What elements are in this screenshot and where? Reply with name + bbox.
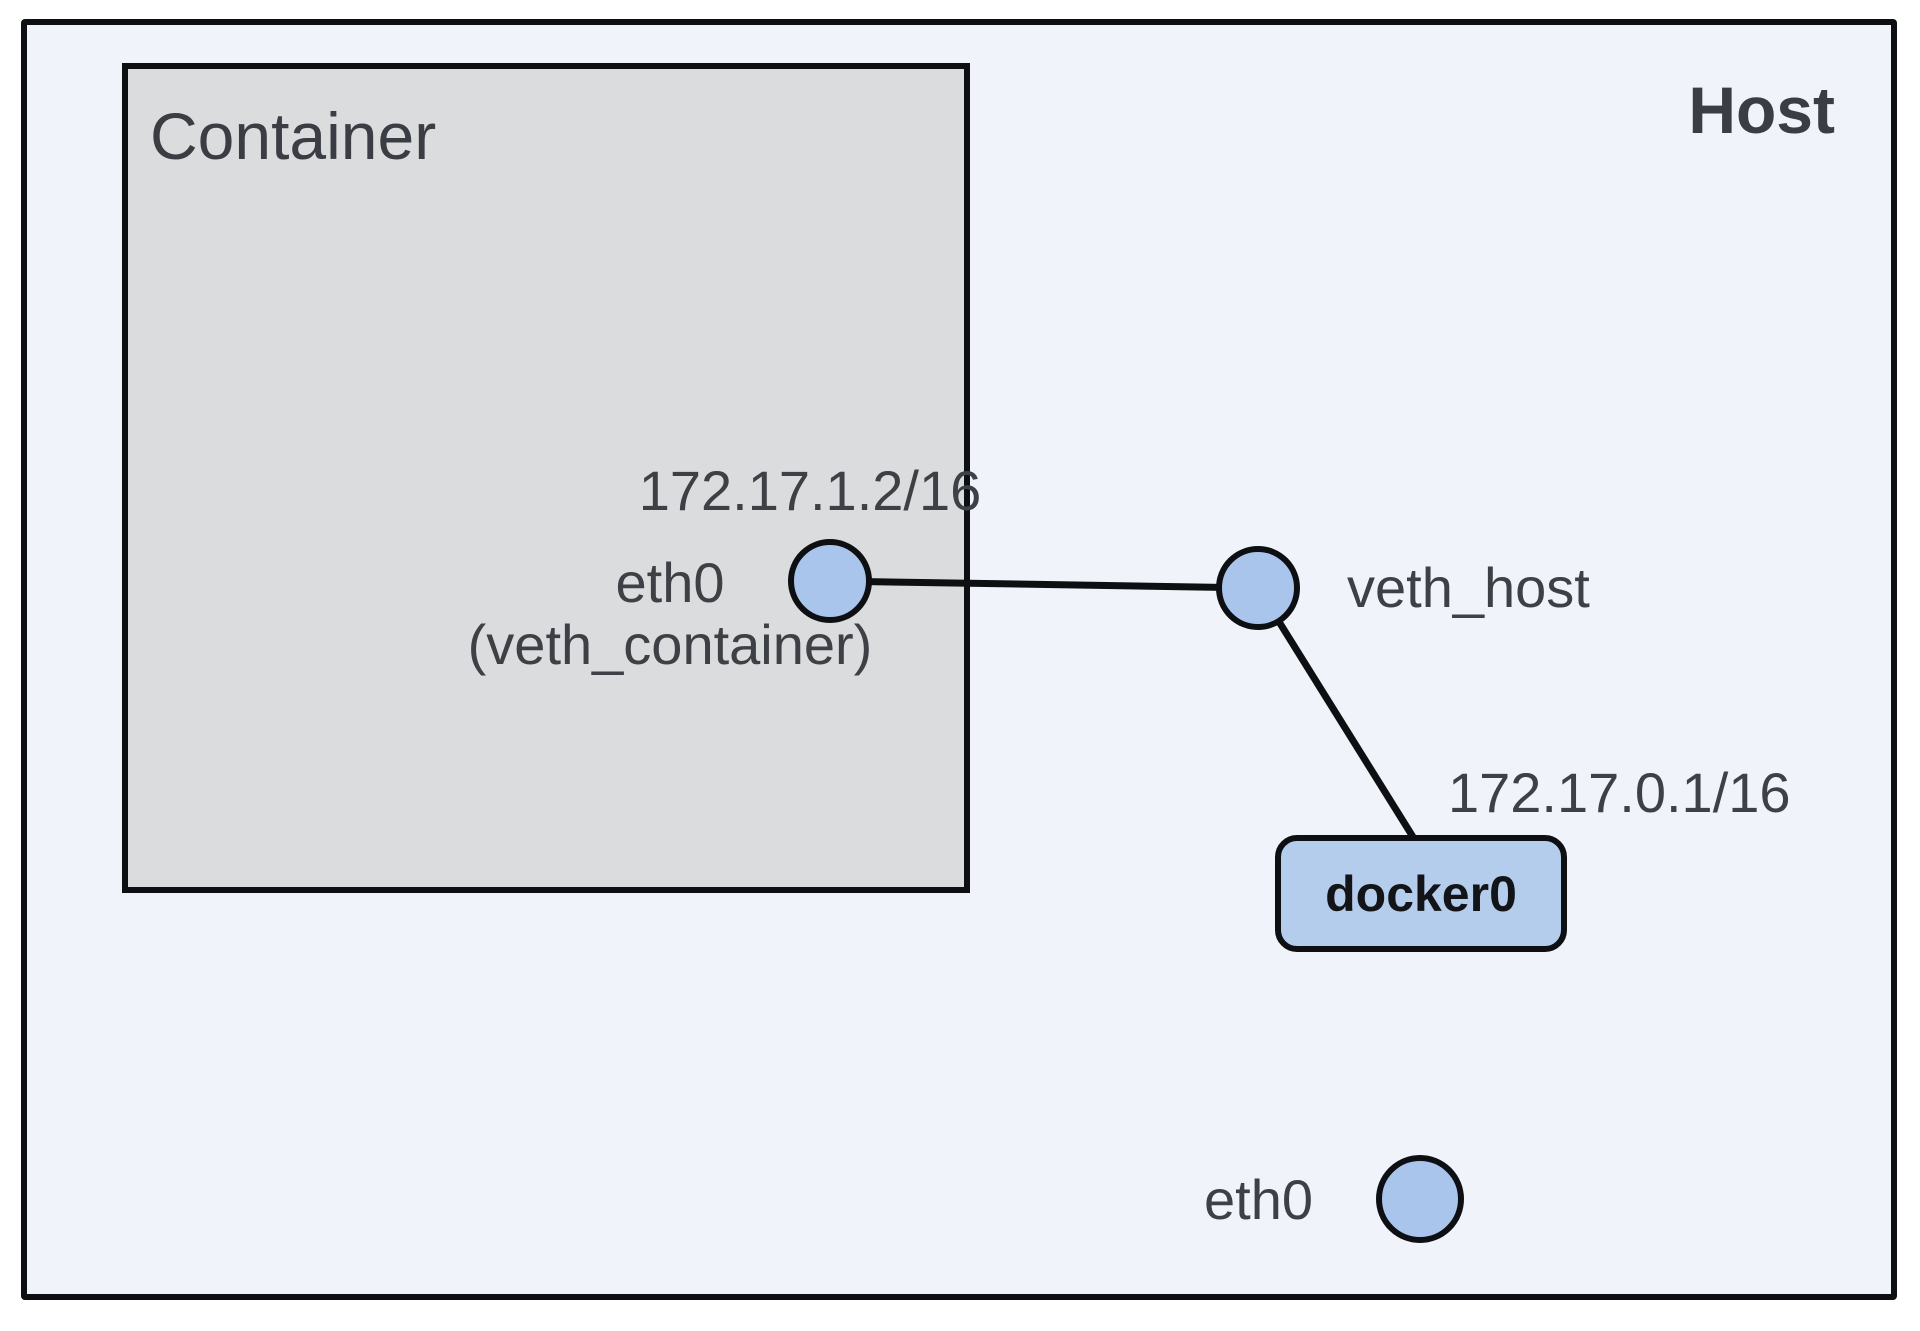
- docker0-bridge: docker0: [1275, 835, 1567, 952]
- veth-to-bridge-link: [1255, 586, 1421, 847]
- docker0-label: docker0: [1325, 865, 1517, 922]
- veth-host-label: veth_host: [1347, 556, 1590, 619]
- docker0-ip: 172.17.0.1/16: [1448, 761, 1791, 824]
- container-eth0-node-icon: [788, 539, 872, 623]
- host-eth0-node-icon: [1376, 1155, 1464, 1243]
- veth-host-node-icon: [1216, 546, 1300, 630]
- container-eth0-ip: 172.17.1.2/16: [638, 459, 982, 522]
- container-title: Container: [150, 99, 437, 173]
- host-eth0-label: eth0: [1204, 1168, 1313, 1231]
- container-eth0-name: eth0: [615, 551, 725, 614]
- container-eth0-alias: (veth_container): [467, 613, 873, 676]
- container-eth0-label: eth0 (veth_container): [420, 552, 920, 676]
- container-box: [122, 63, 970, 893]
- host-title: Host: [1688, 73, 1835, 147]
- veth-pair-link: [829, 577, 1259, 592]
